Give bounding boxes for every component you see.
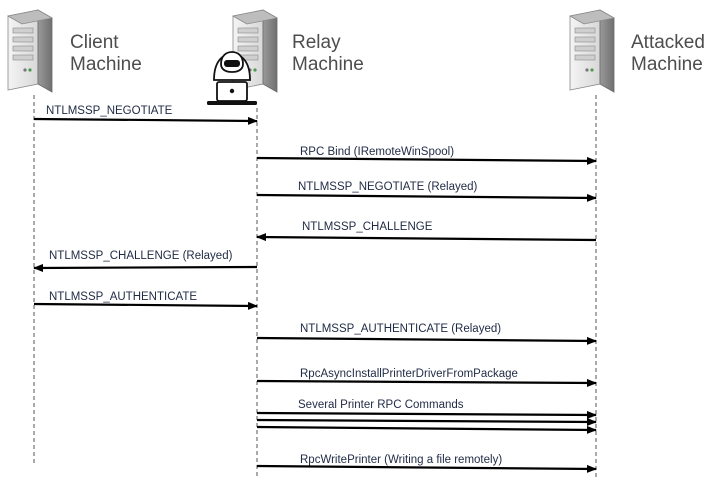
server-icon: [7, 9, 53, 93]
message-arrow: [33, 301, 258, 310]
message-label: Several Printer RPC Commands: [298, 399, 464, 411]
client-label-line2: Machine: [70, 54, 142, 75]
message-arrow: [33, 116, 258, 125]
message-label: NTLMSSP_NEGOTIATE (Relayed): [298, 181, 478, 193]
message-label: NTLMSSP_CHALLENGE: [302, 221, 433, 233]
hacker-laptop-icon: [207, 51, 257, 105]
message-arrow: [256, 425, 597, 434]
message-arrow: [256, 193, 597, 202]
message-1: NTLMSSP_NEGOTIATE: [33, 105, 258, 125]
relay-actor: Relay Machine: [207, 9, 364, 105]
server-icon: [569, 9, 615, 93]
message-7: NTLMSSP_AUTHENTICATE (Relayed): [256, 323, 597, 345]
message-8: RpcAsyncInstallPrinterDriverFromPackage: [256, 368, 597, 387]
message-arrow: [256, 464, 597, 473]
attacked-actor: Attacked Machine: [569, 9, 705, 93]
attacked-label-line1: Attacked: [631, 32, 705, 53]
message-label: NTLMSSP_NEGOTIATE: [46, 105, 173, 117]
message-label: RpcWritePrinter (Writing a file remotely…: [300, 454, 502, 466]
message-10: RpcWritePrinter (Writing a file remotely…: [256, 454, 597, 473]
relay-label-line1: Relay: [292, 32, 341, 53]
message-arrow: [33, 263, 258, 272]
message-5: NTLMSSP_CHALLENGE (Relayed): [33, 250, 258, 272]
message-3: NTLMSSP_NEGOTIATE (Relayed): [256, 181, 597, 202]
message-label: NTLMSSP_CHALLENGE (Relayed): [49, 250, 233, 262]
message-label: NTLMSSP_AUTHENTICATE: [49, 291, 197, 303]
message-arrow: [256, 410, 597, 419]
message-label: RpcAsyncInstallPrinterDriverFromPackage: [300, 368, 518, 380]
relay-label-line2: Machine: [292, 54, 364, 75]
message-arrow: [256, 156, 597, 165]
client-actor: Client Machine: [7, 9, 142, 93]
message-arrow: [256, 233, 597, 242]
message-arrow: [256, 336, 597, 345]
message-6: NTLMSSP_AUTHENTICATE: [33, 291, 258, 310]
attacked-label-line2: Machine: [631, 54, 703, 75]
message-2: RPC Bind (IRemoteWinSpool): [256, 146, 597, 165]
message-4: NTLMSSP_CHALLENGE: [256, 221, 597, 242]
message-arrow: [256, 378, 597, 387]
message-arrow: [256, 417, 597, 426]
client-label-line1: Client: [70, 32, 119, 53]
message-label: NTLMSSP_AUTHENTICATE (Relayed): [300, 323, 501, 335]
message-9: Several Printer RPC Commands: [256, 399, 597, 434]
message-label: RPC Bind (IRemoteWinSpool): [300, 146, 454, 158]
